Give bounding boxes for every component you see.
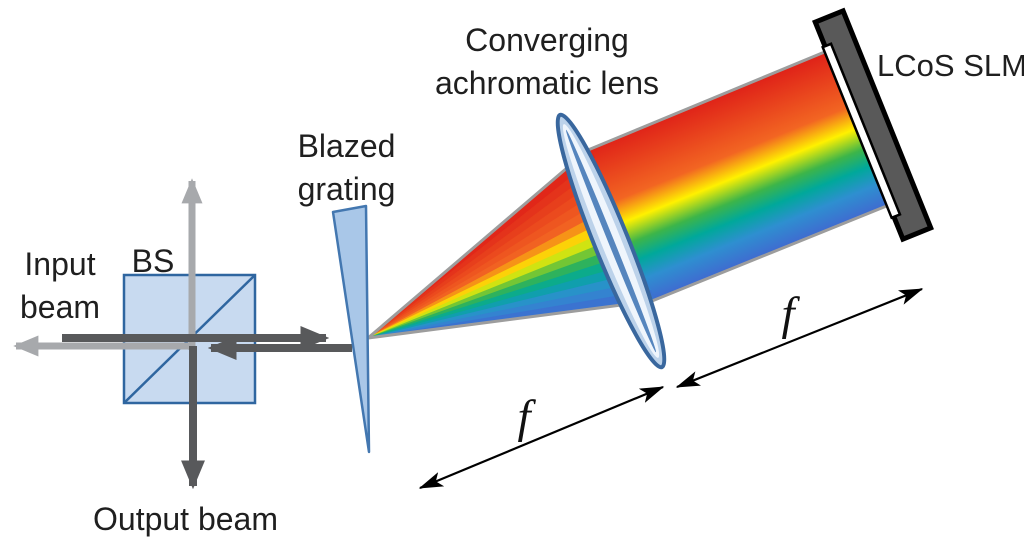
blazed-grating-label: Blazed grating [297, 128, 396, 207]
collimated-spectrum [588, 51, 889, 301]
input-beam-label: Input beam [19, 246, 101, 325]
focal-length-label-right: f [781, 288, 795, 340]
slm-active-window [821, 42, 902, 220]
lcos-slm-label: LCoS SLM [877, 48, 1024, 83]
converging-lens-label: Converging achromatic lens [434, 22, 660, 101]
lens-shape [555, 112, 667, 370]
blazed-grating-shape [331, 204, 371, 454]
output-beam-label: Output beam [93, 501, 278, 537]
focal-length-arrow-left [418, 385, 665, 490]
slm-shape [812, 7, 934, 243]
beam-splitter-label: BS [131, 243, 175, 279]
focal-length-label-left: f [517, 391, 531, 443]
lens-core-stripe [565, 129, 657, 353]
focal-length-arrow-right [675, 287, 924, 389]
